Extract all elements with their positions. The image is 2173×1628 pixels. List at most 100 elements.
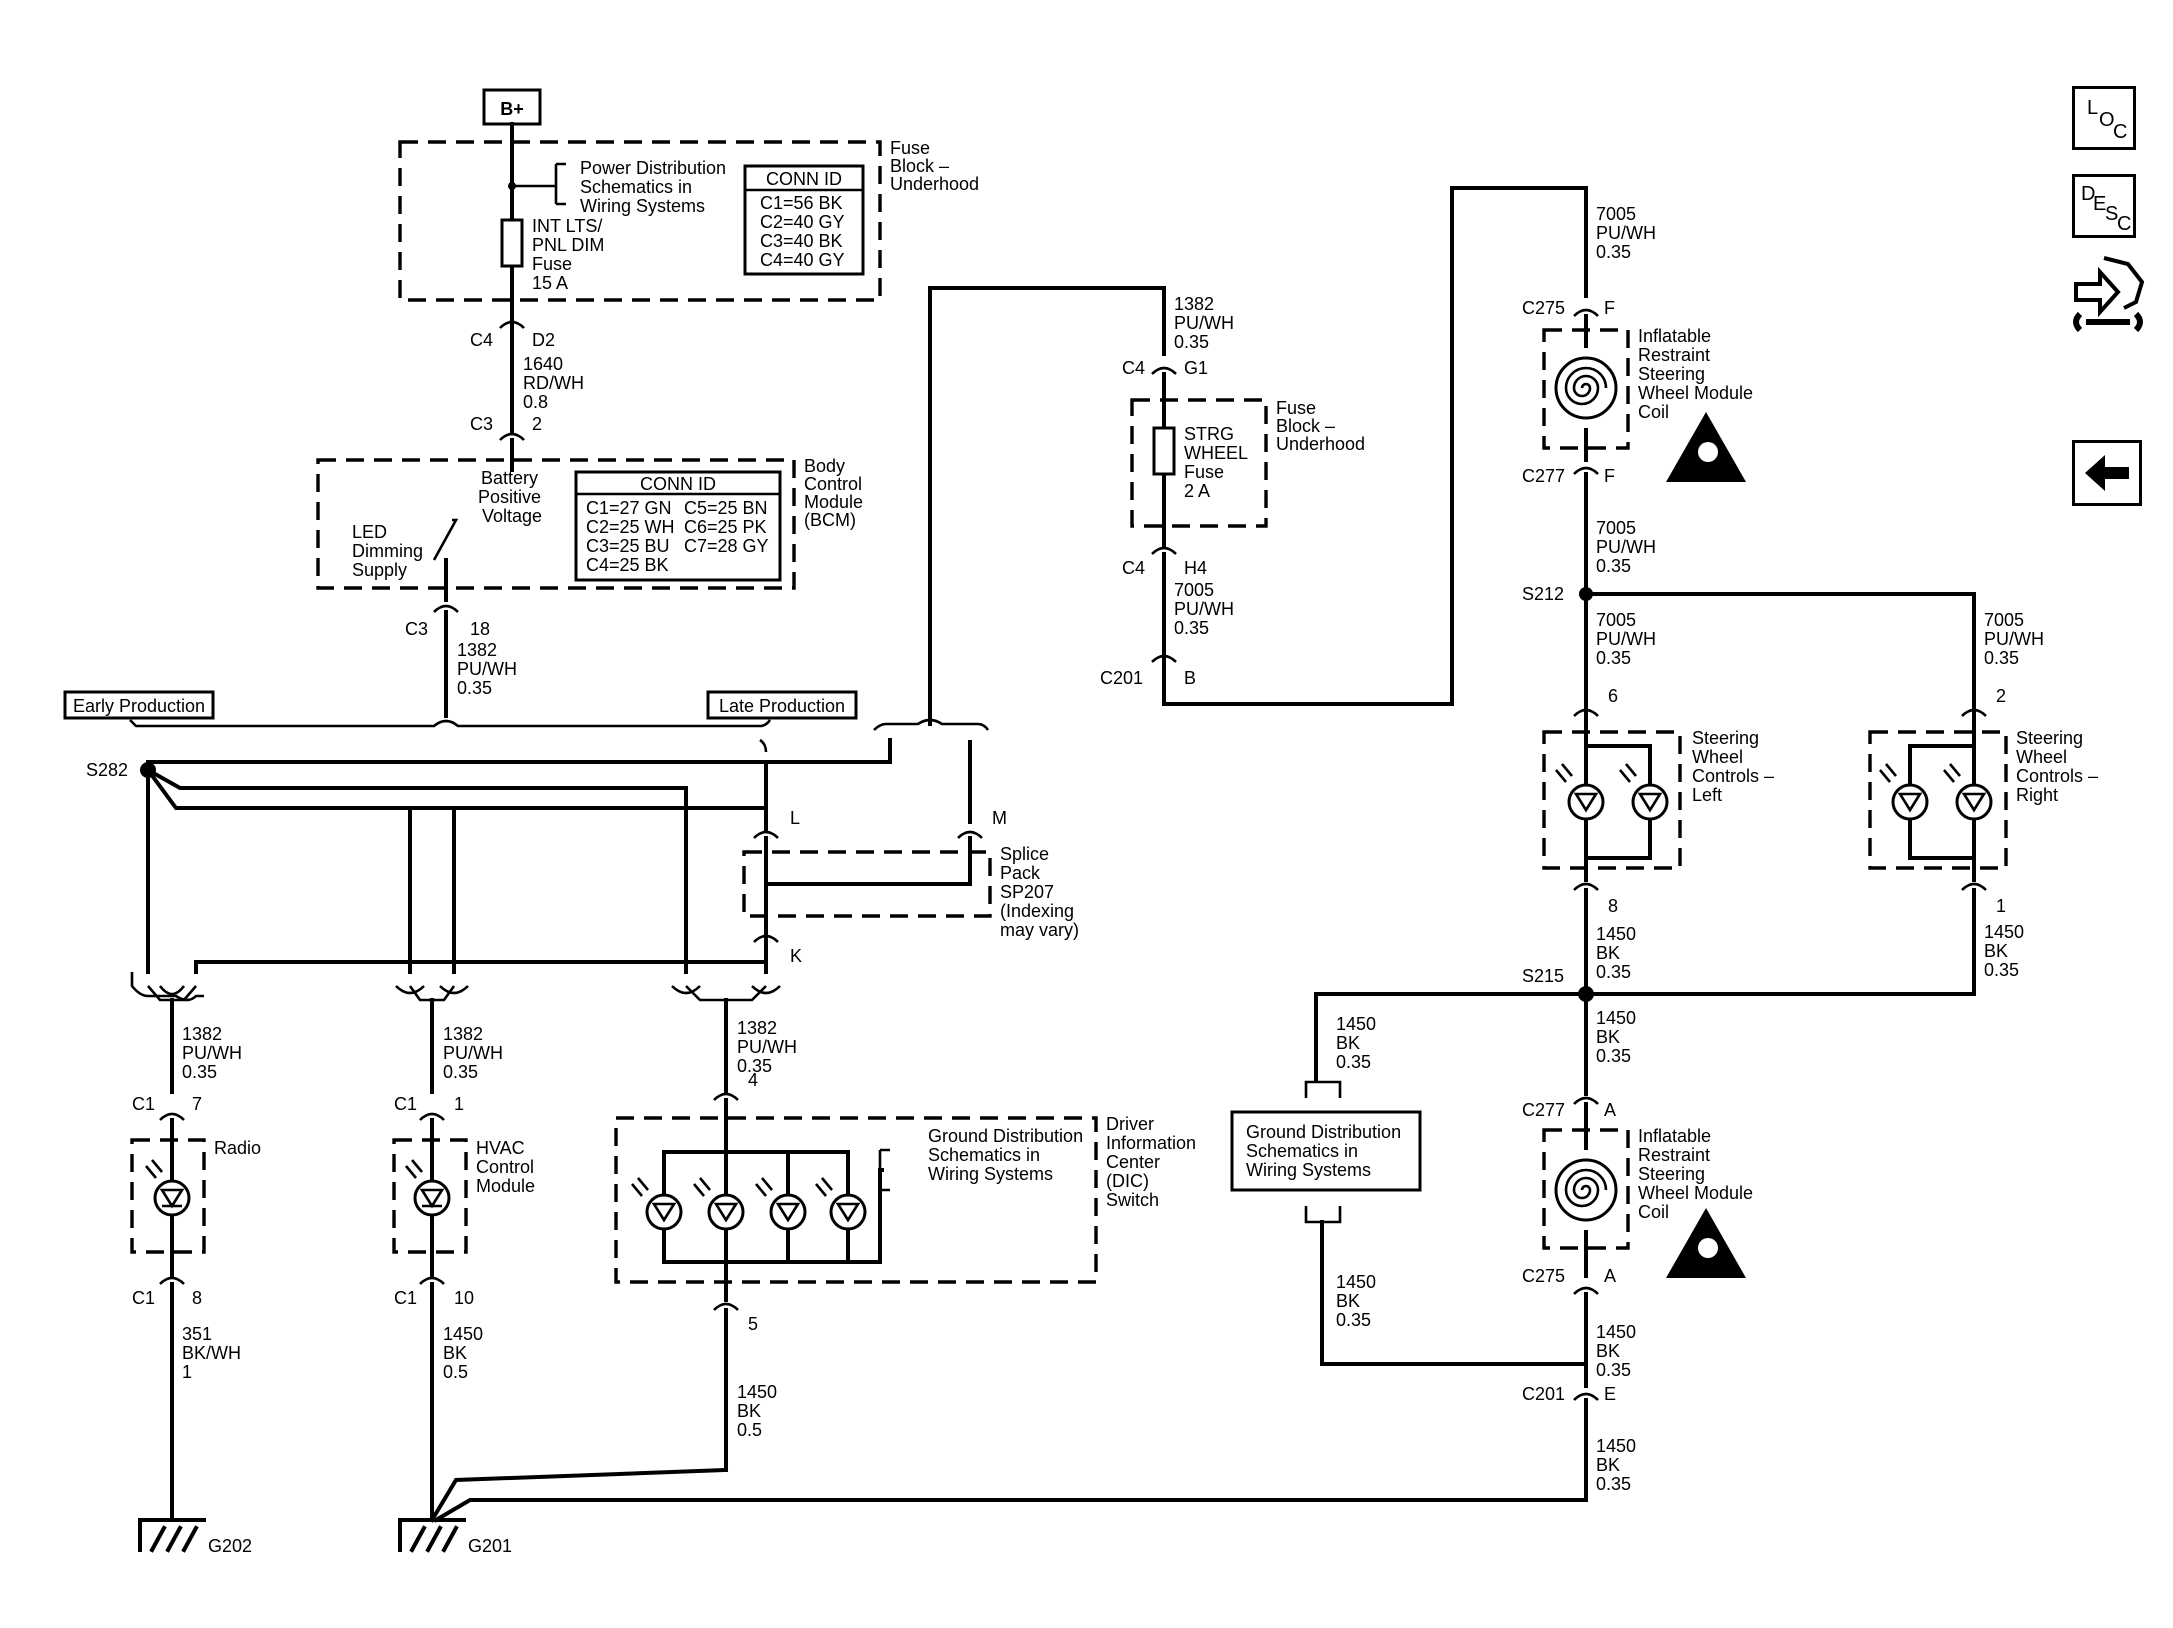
desc-letter: D	[2081, 183, 2096, 205]
label-f-bottom: F	[1604, 466, 1615, 486]
label-b: B	[1184, 668, 1196, 688]
connector-c277-f	[1573, 466, 1599, 475]
connector-c4-h4	[1151, 546, 1177, 555]
label-f-top: F	[1604, 298, 1615, 318]
label-a-bottom: A	[1604, 1266, 1616, 1286]
wire-segment	[1698, 1238, 1718, 1258]
connector-c3-2	[499, 432, 525, 441]
loc-letter: O	[2099, 109, 2115, 131]
label-c201-e: C201	[1522, 1384, 1565, 1404]
wire-segment	[759, 738, 768, 753]
ground-g202-icon	[138, 1518, 206, 1553]
swc-right-outline	[1868, 730, 2008, 870]
label-l: L	[790, 808, 800, 828]
swc-right-led-2-icon	[1955, 783, 1993, 821]
label-k: K	[790, 946, 802, 966]
connector-c275-f	[1573, 308, 1599, 317]
connector-pin-6	[1573, 708, 1599, 717]
desc-letter: E	[2093, 193, 2107, 215]
dic-led-2-icon	[707, 1193, 745, 1231]
fuse-strg-wheel-icon	[1152, 426, 1176, 476]
repair-tool-icon[interactable]	[2070, 256, 2146, 340]
ref-bracket	[554, 162, 566, 206]
hvac-led-icon	[413, 1179, 451, 1217]
hvac-label: HVAC Control Module	[476, 1138, 539, 1196]
label-c4-h4: C4	[1122, 558, 1145, 578]
bcm-conn-left: C1=27 GN C2=25 WH C3=25 BU C4=25 BK	[586, 498, 680, 575]
conn-id-title: CONN ID	[766, 169, 842, 189]
connector-pin-2	[1961, 708, 1987, 717]
ground-distribution-box-label: Ground Distribution Schematics in Wiring…	[1246, 1122, 1406, 1180]
wire-segment	[147, 985, 197, 1002]
fuse-block-strg-title: Fuse Block – Underhood	[1276, 398, 1365, 454]
label-pin-1: 1	[454, 1094, 464, 1114]
label-pin-5: 5	[748, 1314, 758, 1334]
arrow-left-icon	[2085, 455, 2129, 491]
dic-switch-label: Driver Information Center (DIC) Switch	[1106, 1114, 1201, 1210]
late-production-label: Late Production	[719, 696, 845, 716]
wire-segment	[159, 1188, 185, 1209]
connector-m	[957, 830, 983, 839]
wire-label-1640: 1640 RD/WH 0.8	[523, 354, 589, 412]
wire-segment	[685, 985, 767, 1002]
fuse-strg-wheel-label: STRG WHEEL Fuse 2 A	[1184, 424, 1252, 501]
wire-label-1450-d: 1450 BK 0.35	[1596, 1322, 1641, 1380]
label-pin-18: 18	[470, 619, 490, 639]
label-c3: C3	[470, 414, 493, 434]
loc-button[interactable]: L O C	[2072, 86, 2136, 150]
connector-pin-1	[1961, 882, 1987, 891]
dic-switch-outline	[614, 1116, 1098, 1284]
loc-letter: C	[2113, 121, 2128, 143]
label-g202: G202	[208, 1536, 252, 1556]
wire-label-1382-dic: 1382 PU/WH 0.35	[737, 1018, 802, 1076]
wire-7005-to-coil	[1162, 186, 1588, 706]
wire-segment	[1897, 792, 1987, 813]
label-s212: S212	[1522, 584, 1564, 604]
wire-label-1450-hvac: 1450 BK 0.5	[443, 1324, 488, 1382]
bcm-outline	[316, 458, 796, 590]
swc-left-label: Steering Wheel Controls – Left	[1692, 728, 1779, 805]
label-c3-b: C3	[405, 619, 428, 639]
connector-c201-b	[1151, 654, 1177, 663]
connector-pin-8	[1573, 882, 1599, 891]
wire-segment	[1314, 888, 1976, 1082]
label-pin-8: 8	[192, 1288, 202, 1308]
wire-label-1382-strg: 1382 PU/WH 0.35	[1174, 294, 1239, 352]
connector-c4-d2	[499, 320, 525, 329]
wire-label-1450-dic: 1450 BK 0.5	[737, 1382, 782, 1440]
label-m: M	[992, 808, 1007, 828]
radio-label: Radio	[214, 1138, 261, 1158]
label-c277-f: C277	[1522, 466, 1565, 486]
wire-segment	[419, 1188, 445, 1209]
wire-label-1450-right: 1450 BK 0.35	[1984, 922, 2029, 980]
back-button[interactable]	[2072, 440, 2142, 506]
wire-label-351: 351 BK/WH 1	[182, 1324, 246, 1382]
radio-outline	[130, 1138, 206, 1254]
wire-segment	[631, 1177, 833, 1197]
wire-segment	[1879, 763, 1961, 783]
label-s282: S282	[86, 760, 128, 780]
bracket-dic	[671, 985, 781, 995]
label-s215: S215	[1522, 966, 1564, 986]
label-c277-a: C277	[1522, 1100, 1565, 1120]
label-c275-a: C275	[1522, 1266, 1565, 1286]
desc-button[interactable]: D E S C	[2072, 174, 2136, 238]
label-pin-2: 2	[532, 414, 542, 434]
coil-top-label: Inflatable Restraint Steering Wheel Modu…	[1638, 326, 1758, 422]
label-c1-radio-b: C1	[132, 1288, 155, 1308]
connector-c1-7	[159, 1112, 185, 1121]
early-production-label: Early Production	[73, 696, 205, 716]
connector-c201-e	[1573, 1392, 1599, 1401]
swc-left-led-2-icon	[1631, 783, 1669, 821]
dic-led-4-icon	[829, 1193, 867, 1231]
dic-led-3-icon	[769, 1193, 807, 1231]
connector-c4-g1	[1151, 366, 1177, 375]
label-c1-hvac-a: C1	[394, 1094, 417, 1114]
ground-g201-icon	[398, 1518, 466, 1553]
swc-right-label: Steering Wheel Controls – Right	[2016, 728, 2103, 805]
conn-id-values: C1=56 BK C2=40 GY C3=40 BK C4=40 GY	[760, 193, 849, 270]
connector-c3-18	[433, 604, 459, 613]
fuse-block-underhood-outline	[398, 140, 882, 302]
wire-label-1382-bcm: 1382 PU/WH 0.35	[457, 640, 522, 698]
bcm-conn-right: C5=25 BN C6=25 PK C7=28 GY	[684, 498, 773, 556]
